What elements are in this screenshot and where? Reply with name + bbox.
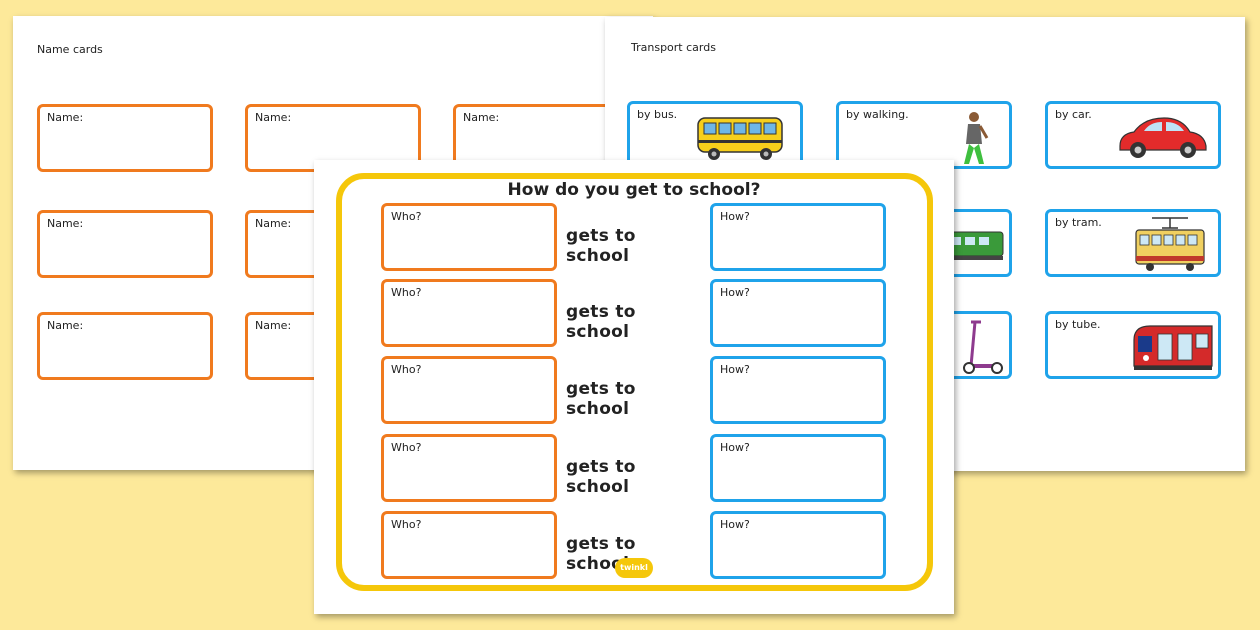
train-icon xyxy=(946,231,1004,260)
transport-card-car: by car. xyxy=(1045,101,1221,169)
name-card-label: Name: xyxy=(255,217,292,230)
how-box[interactable]: How? xyxy=(710,356,886,424)
worksheet-title: How do you get to school? xyxy=(507,180,761,200)
gets-to-school-text: gets to school xyxy=(566,457,636,497)
who-box[interactable]: Who? xyxy=(381,434,557,502)
name-card-label: Name: xyxy=(47,217,84,230)
walking-person-icon xyxy=(964,112,989,164)
who-box[interactable]: Who? xyxy=(381,203,557,271)
gets-to-school-text: gets to school xyxy=(566,302,636,342)
logo-text: twinkl xyxy=(620,563,648,572)
how-box[interactable]: How? xyxy=(710,203,886,271)
who-label: Who? xyxy=(391,286,422,299)
who-label: Who? xyxy=(391,518,422,531)
who-box[interactable]: Who? xyxy=(381,356,557,424)
name-card-label: Name: xyxy=(255,111,292,124)
transport-card-label: by tube. xyxy=(1055,318,1101,331)
name-card: Name: xyxy=(37,104,213,172)
gets-to-school-text: gets to school xyxy=(566,226,636,266)
name-card-label: Name: xyxy=(463,111,500,124)
gets-to-school-text: gets to school xyxy=(566,379,636,419)
transport-card-label: by tram. xyxy=(1055,216,1102,229)
how-label: How? xyxy=(720,286,750,299)
transport-card-bus: by bus. xyxy=(627,101,803,169)
name-card: Name: xyxy=(37,210,213,278)
worksheet: How do you get to school? Who? gets to s… xyxy=(314,160,954,614)
how-label: How? xyxy=(720,210,750,223)
scooter-icon xyxy=(963,320,1003,374)
transport-card-label: by bus. xyxy=(637,108,678,121)
how-label: How? xyxy=(720,363,750,376)
sheet-title: Name cards xyxy=(37,43,103,56)
tram-icon xyxy=(1135,217,1205,271)
how-box[interactable]: How? xyxy=(710,434,886,502)
tube-train-icon xyxy=(1133,325,1213,370)
who-box[interactable]: Who? xyxy=(381,511,557,579)
who-label: Who? xyxy=(391,210,422,223)
worksheet-frame xyxy=(336,173,933,591)
transport-card-walking: by walking. xyxy=(836,101,1012,169)
who-box[interactable]: Who? xyxy=(381,279,557,347)
name-card-label: Name: xyxy=(255,319,292,332)
transport-card-label: by car. xyxy=(1055,108,1092,121)
sheet-title: Transport cards xyxy=(631,41,716,54)
name-card-label: Name: xyxy=(47,111,84,124)
how-box[interactable]: How? xyxy=(710,511,886,579)
car-icon xyxy=(1119,117,1207,158)
transport-card-label: by walking. xyxy=(846,108,909,121)
who-label: Who? xyxy=(391,363,422,376)
how-box[interactable]: How? xyxy=(710,279,886,347)
gets-to-school-text: gets to school xyxy=(566,534,636,574)
transport-card-tram: by tram. xyxy=(1045,209,1221,277)
who-label: Who? xyxy=(391,441,422,454)
transport-card-tube: by tube. xyxy=(1045,311,1221,379)
how-label: How? xyxy=(720,441,750,454)
how-label: How? xyxy=(720,518,750,531)
school-bus-icon xyxy=(697,117,783,160)
twinkl-logo: twinkl xyxy=(615,558,653,578)
name-card: Name: xyxy=(37,312,213,380)
name-card-label: Name: xyxy=(47,319,84,332)
